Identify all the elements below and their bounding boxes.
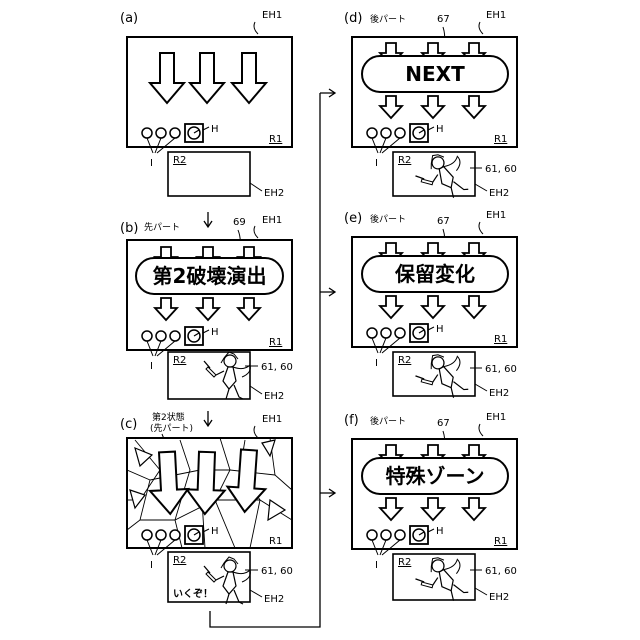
panel-f-eh1-label: EH1 [486,412,506,423]
panel-a-i-label: I [150,158,153,169]
panel-f-r2-label: R2 [398,557,411,568]
panel-b-r2-label: R2 [173,355,186,366]
panel-d-part-label: 後パート [370,13,406,25]
panel-b-banner-text: 第2破壊演出 [153,264,267,288]
panel-c-part-line1: 第2状態 [152,411,185,423]
panel-e-eh1-label: EH1 [486,210,506,221]
panel-a-h-label: H [211,124,219,135]
panel-d-r1-label: R1 [494,134,507,145]
panel-e: (e) 後パート 67 EH1 保留変化 H R1 I R2 61, 60 EH… [344,210,517,409]
panel-d-h-label: H [436,124,444,135]
panel-b-part-label: 先パート [144,221,180,233]
panel-f-letter: (f) [344,413,359,428]
panel-d-eh2-label: EH2 [489,188,509,199]
panel-c-part-line2: (先パート) [150,422,193,434]
panel-f-part-label: 後パート [370,415,406,427]
panel-c-r2-label: R2 [173,555,186,566]
panel-d-ref-67: 67 [437,14,450,25]
panel-b-i-label: I [150,361,153,372]
panel-c-letter: (c) [120,417,137,432]
panel-b-eh2-label: EH2 [264,391,284,402]
panel-c-char-ref: 61, 60 [261,566,293,577]
panel-e-eh2-label: EH2 [489,388,509,399]
panel-d-char-ref: 61, 60 [485,164,517,175]
panel-e-banner-text: 保留変化 [394,262,475,286]
panel-e-i-label: I [375,358,378,369]
panel-f-r1-label: R1 [494,536,507,547]
panel-c-h-label: H [211,526,219,537]
panel-f: (f) 後パート 67 EH1 特殊ゾーン H R1 I R2 61, 60 E… [344,412,517,612]
panel-e-r2-label: R2 [398,355,411,366]
panel-f-char-ref: 61, 60 [485,566,517,577]
panel-b-ref-69: 69 [233,217,246,228]
panel-e-h-label: H [436,324,444,335]
panel-e-ref-67: 67 [437,216,450,227]
panel-c-eh1-label: EH1 [262,414,282,425]
panel-b-h-label: H [211,327,219,338]
panel-d-r2-label: R2 [398,155,411,166]
panel-f-banner-text: 特殊ゾーン [386,464,485,488]
panel-a-r2-label: R2 [173,155,186,166]
panel-d-banner-text: NEXT [405,62,465,86]
panel-f-i-label: I [375,560,378,571]
panel-c-speech: いくぞ！ [173,588,213,600]
panel-b-eh1-label: EH1 [262,215,282,226]
panel-d-letter: (d) [344,11,362,26]
panel-a-r1-label: R1 [269,134,282,145]
panel-c-i-label: I [150,560,153,571]
panel-f-ref-67: 67 [437,418,450,429]
panel-e-char-ref: 61, 60 [485,364,517,375]
panel-d-eh1-label: EH1 [486,10,506,21]
panel-f-h-label: H [436,526,444,537]
panel-b: (b) 先パート 69 EH1 第2破壊演出 H R1 I R2 61, 60 … [120,215,293,402]
panel-c-r1-label: R1 [269,536,282,547]
panel-d-i-label: I [375,158,378,169]
panel-c: (c) 第2状態 (先パート) EH1 [120,411,293,605]
panel-e-letter: (e) [344,211,362,226]
panel-f-eh2-label: EH2 [489,592,509,603]
panel-d: (d) 後パート 67 EH1 NEXT H R1 I R2 61, 60 EH… [344,10,517,209]
panel-e-part-label: 後パート [370,213,406,225]
panel-a: (a) EH1 H R1 I R2 EH2 [120,10,292,199]
panel-a-eh2-label: EH2 [264,188,284,199]
panel-e-r1-label: R1 [494,334,507,345]
panel-a-eh1-label: EH1 [262,10,282,21]
panel-b-char-ref: 61, 60 [261,362,293,373]
panel-b-letter: (b) [120,221,138,236]
panel-a-letter: (a) [120,11,138,26]
panel-b-r1-label: R1 [269,337,282,348]
panel-c-eh2-label: EH2 [264,594,284,605]
